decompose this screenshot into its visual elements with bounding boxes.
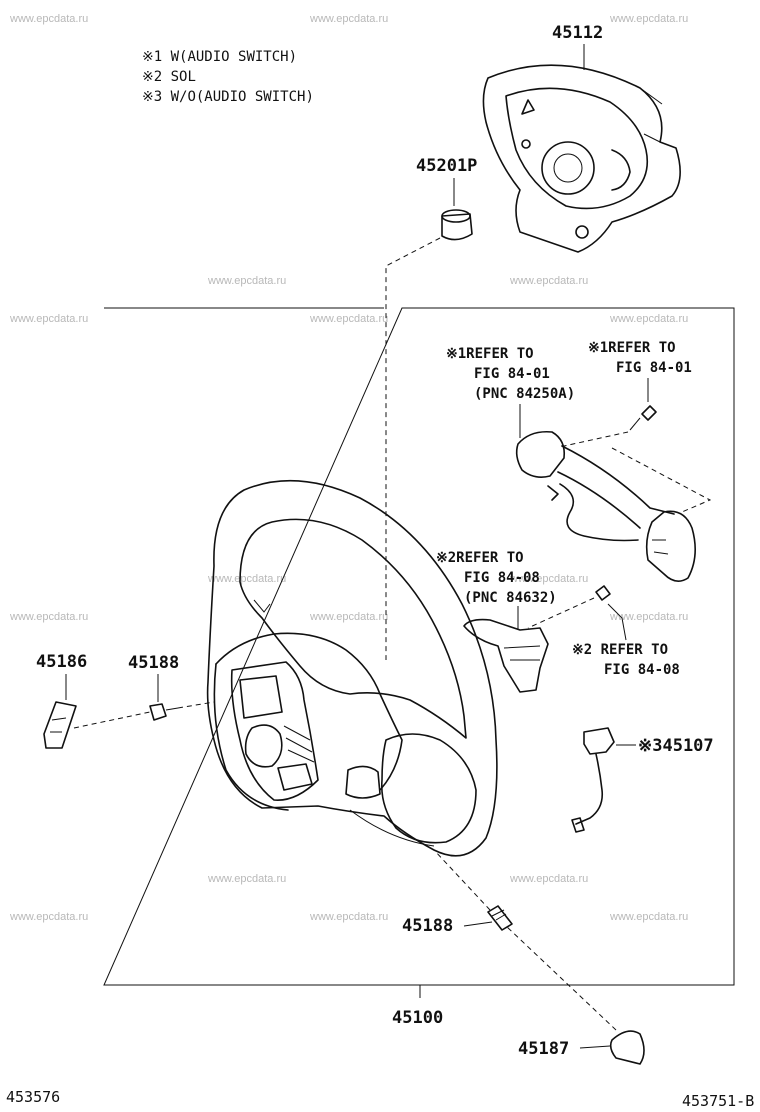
watermarks: www.epcdata.ru www.epcdata.ru www.epcdat…: [9, 13, 688, 923]
leader-switch-frame: [611, 447, 712, 513]
watermark: www.epcdata.ru: [509, 573, 588, 585]
watermark: www.epcdata.ru: [207, 873, 286, 885]
leader-ref2b: [607, 603, 627, 641]
leader-cover-to-assembly: [505, 925, 617, 1031]
watermark: www.epcdata.ru: [9, 911, 88, 923]
part-label-345107: ※345107: [638, 736, 714, 756]
watermark: www.epcdata.ru: [609, 611, 688, 623]
watermark: www.epcdata.ru: [609, 313, 688, 325]
leader-screw-to-wheel: [177, 701, 215, 709]
bottom-cover-part[interactable]: [609, 1030, 645, 1065]
assembly-frame: [103, 307, 735, 986]
note-audio-switch: ※1 W(AUDIO SWITCH): [142, 49, 297, 65]
ref-fig-84-01-pnc-84250a: ※1REFER TO FIG 84-01 (PNC 84250A): [446, 346, 575, 402]
figure-code-right: 453751-B: [682, 1092, 754, 1110]
svg-text:(PNC 84250A): (PNC 84250A): [474, 386, 575, 402]
watermark: www.epcdata.ru: [609, 13, 688, 25]
part-label-45188-left: 45188: [128, 653, 179, 673]
watermark: www.epcdata.ru: [309, 611, 388, 623]
screw-part-bottom[interactable]: [487, 905, 513, 931]
leader-cover-to-screw: [73, 711, 151, 729]
svg-text:(PNC 84632): (PNC 84632): [464, 590, 557, 606]
svg-text:※1REFER TO: ※1REFER TO: [446, 346, 534, 362]
ref-fig-84-08: ※2 REFER TO FIG 84-08: [572, 642, 680, 678]
watermark: www.epcdata.ru: [509, 275, 588, 287]
svg-text:※2REFER TO: ※2REFER TO: [436, 550, 524, 566]
side-cover-part[interactable]: [43, 701, 77, 749]
watermark: www.epcdata.ru: [207, 573, 286, 585]
watermark: www.epcdata.ru: [509, 873, 588, 885]
leader-45187: [579, 1045, 611, 1049]
watermark: www.epcdata.ru: [9, 313, 88, 325]
part-label-45100: 45100: [392, 1008, 443, 1028]
figure-code-left: 453576: [6, 1088, 60, 1106]
watermark: www.epcdata.ru: [609, 911, 688, 923]
ref-fig-84-01: ※1REFER TO FIG 84-01: [588, 340, 692, 376]
svg-text:FIG 84-08: FIG 84-08: [604, 662, 680, 678]
watermark: www.epcdata.ru: [207, 275, 286, 287]
horn-pad-part[interactable]: [482, 64, 681, 253]
part-label-45201p: 45201P: [416, 156, 477, 176]
audio-switch-assembly[interactable]: [515, 405, 696, 582]
watermark: www.epcdata.ru: [309, 313, 388, 325]
wire-harness-part[interactable]: [571, 727, 615, 833]
svg-text:※2 REFER TO: ※2 REFER TO: [572, 642, 668, 658]
watermark: www.epcdata.ru: [9, 611, 88, 623]
leader-nut-to-wheel: [385, 237, 441, 660]
svg-text:FIG 84-01: FIG 84-01: [474, 366, 550, 382]
watermark: www.epcdata.ru: [309, 13, 388, 25]
note-without-audio-switch: ※3 W/O(AUDIO SWITCH): [142, 89, 314, 105]
nut-part[interactable]: [441, 209, 473, 241]
ref-fig-84-08-pnc-84632: ※2REFER TO FIG 84-08 (PNC 84632): [436, 550, 557, 606]
svg-text:※1REFER TO: ※1REFER TO: [588, 340, 676, 356]
note-sol: ※2 SOL: [142, 69, 196, 85]
leader-bottom-screw-to-wheel: [433, 849, 491, 911]
part-label-45187: 45187: [518, 1039, 569, 1059]
leader-switch-screw: [563, 431, 629, 447]
svg-text:FIG 84-01: FIG 84-01: [616, 360, 692, 376]
leader-45188-bottom: [463, 921, 493, 927]
watermark: www.epcdata.ru: [309, 911, 388, 923]
leader-cruise-screw: [527, 597, 595, 629]
cruise-switch-part[interactable]: [463, 585, 611, 693]
screw-part-left[interactable]: [149, 703, 179, 721]
legend-notes: ※1 W(AUDIO SWITCH) ※2 SOL ※3 W/O(AUDIO S…: [142, 49, 314, 105]
svg-text:FIG 84-08: FIG 84-08: [464, 570, 540, 586]
steering-wheel-part[interactable]: [206, 479, 498, 857]
part-label-45188-bottom: 45188: [402, 916, 453, 936]
watermark: www.epcdata.ru: [9, 13, 88, 25]
part-label-45112: 45112: [552, 23, 603, 43]
part-label-45186: 45186: [36, 652, 87, 672]
